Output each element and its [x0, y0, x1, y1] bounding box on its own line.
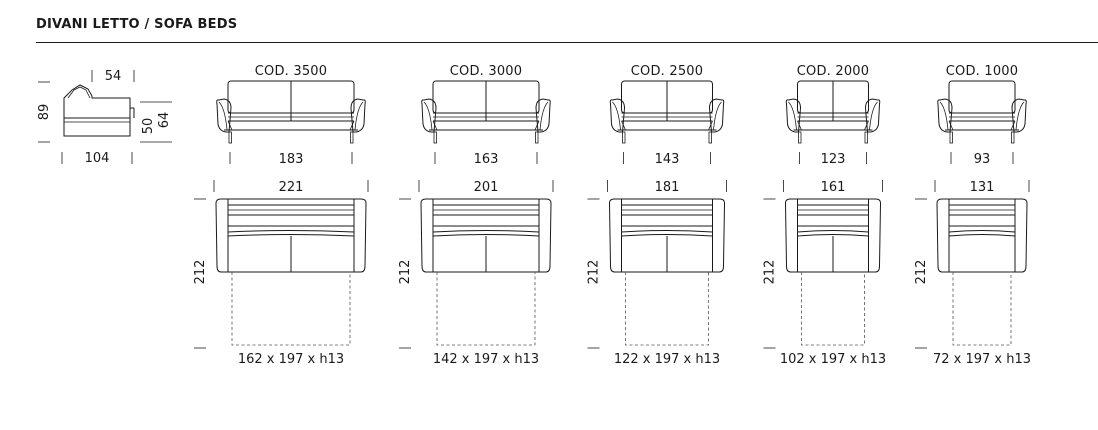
page-title: DIVANI LETTO / SOFA BEDS — [36, 17, 238, 32]
plan-width-label: 131 — [970, 180, 995, 195]
front-width-label: 183 — [279, 152, 304, 167]
side-height-label: 89 — [37, 104, 52, 121]
model-code: COD. 3000 — [450, 64, 522, 79]
model-2: COD. 3000 163 201 212 142 x 197 x h13 — [398, 64, 554, 367]
title-rule — [36, 42, 1098, 43]
models-group: COD. 3500 183 221 212 162 x 197 x h13 COD. 30… — [193, 64, 1031, 367]
model-4: COD. 2000 123 161 212 102 x 197 x h13 — [763, 64, 887, 367]
plan-width-label: 181 — [655, 180, 680, 195]
bed-size-label: 142 x 197 x h13 — [433, 352, 539, 367]
bed-size-label: 72 x 197 x h13 — [933, 352, 1031, 367]
plan-depth-label: 212 — [193, 260, 208, 285]
plan-view: 161 212 102 x 197 x h13 — [763, 180, 886, 367]
plan-view: 201 212 142 x 197 x h13 — [398, 180, 554, 367]
front-view: 163 — [421, 80, 551, 167]
side-depth-top-label: 54 — [105, 69, 122, 84]
model-code: COD. 2500 — [631, 64, 703, 79]
bed-size-label: 102 x 197 x h13 — [780, 352, 886, 367]
model-code: COD. 3500 — [255, 64, 327, 79]
model-3: COD. 2500 143 181 212 122 x 197 x h13 — [587, 64, 727, 367]
front-width-label: 93 — [974, 152, 991, 167]
plan-depth-label: 212 — [587, 260, 602, 285]
bed-size-label: 122 x 197 x h13 — [614, 352, 720, 367]
front-width-label: 123 — [821, 152, 846, 167]
plan-view: 221 212 162 x 197 x h13 — [193, 180, 369, 367]
plan-view: 181 212 122 x 197 x h13 — [587, 180, 727, 367]
plan-width-label: 161 — [821, 180, 846, 195]
plan-view: 131 212 72 x 197 x h13 — [914, 180, 1031, 367]
plan-width-label: 201 — [474, 180, 499, 195]
side-depth-label: 104 — [85, 151, 110, 166]
plan-depth-label: 212 — [914, 260, 929, 285]
model-code: COD. 2000 — [797, 64, 869, 79]
front-width-label: 163 — [474, 152, 499, 167]
front-view: 93 — [937, 80, 1027, 167]
model-5: COD. 1000 93 131 212 72 x 197 x h13 — [914, 64, 1031, 367]
plan-width-label: 221 — [279, 180, 304, 195]
front-view: 123 — [785, 80, 881, 167]
side-arm-height-label: 50 — [141, 118, 156, 135]
bed-size-label: 162 x 197 x h13 — [238, 352, 344, 367]
model-code: COD. 1000 — [946, 64, 1018, 79]
side-seat-height-label: 64 — [157, 112, 172, 129]
plan-depth-label: 212 — [398, 260, 413, 285]
model-1: COD. 3500 183 221 212 162 x 197 x h13 — [193, 64, 369, 367]
front-view: 143 — [609, 80, 725, 167]
side-view: 54 89 50 64 104 — [37, 69, 172, 166]
front-width-label: 143 — [655, 152, 680, 167]
plan-depth-label: 212 — [763, 260, 778, 285]
front-view: 183 — [216, 80, 366, 167]
